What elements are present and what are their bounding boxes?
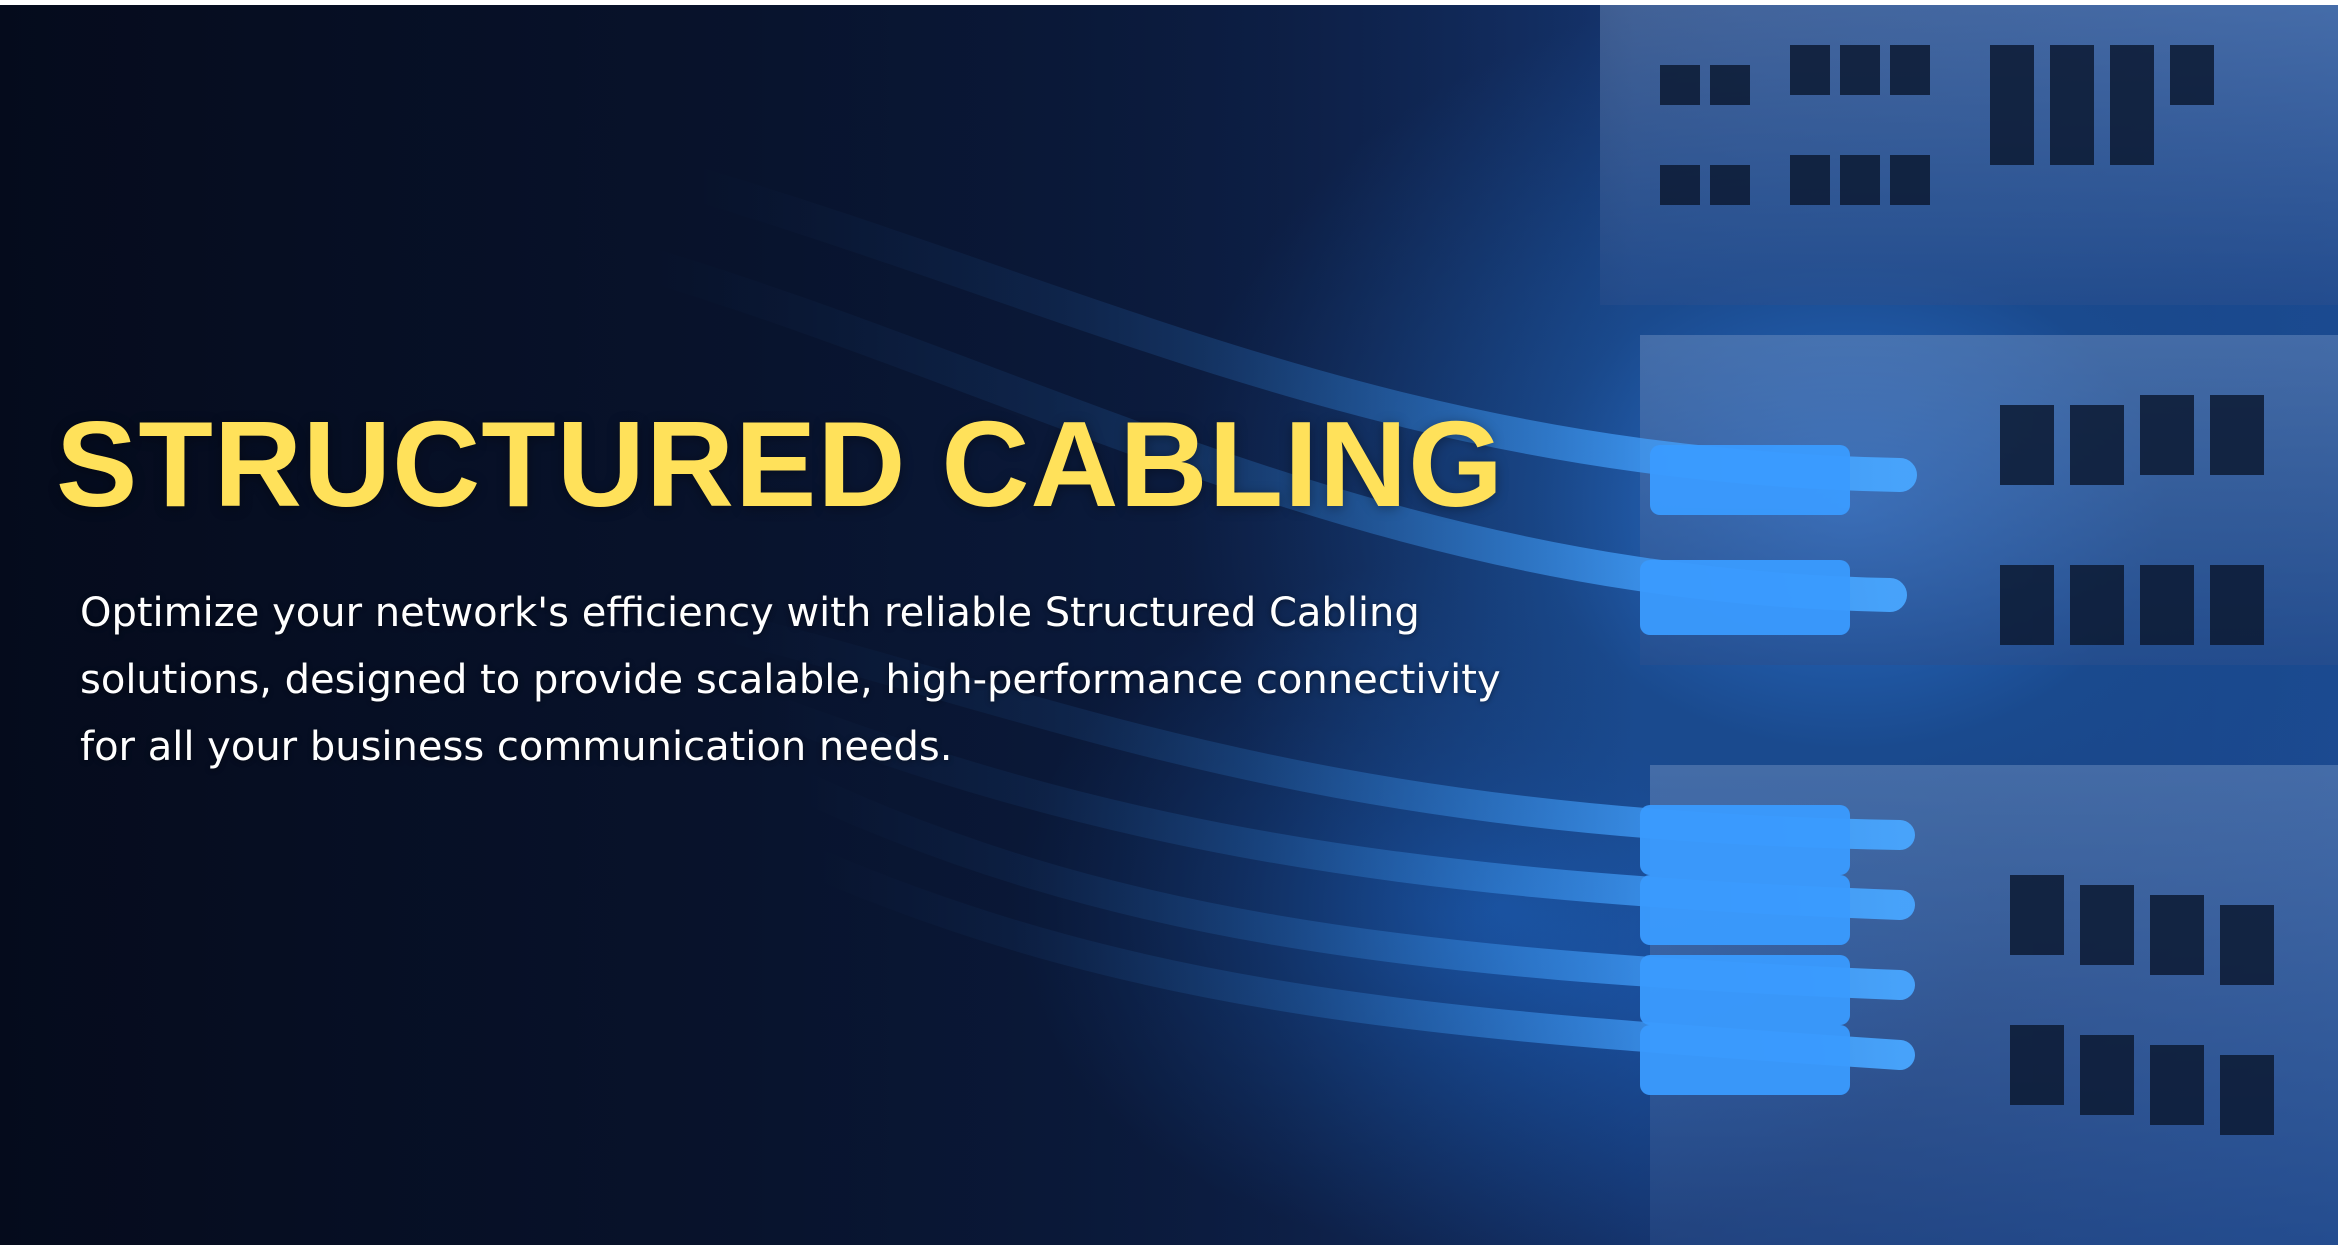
hero-description: Optimize your network's efficiency with …: [80, 590, 1501, 770]
hero-banner: STRUCTURED CABLING Optimize your network…: [0, 5, 2338, 1245]
page-title: STRUCTURED CABLING: [56, 396, 1505, 532]
network-switch-background-image: [0, 5, 2338, 1245]
